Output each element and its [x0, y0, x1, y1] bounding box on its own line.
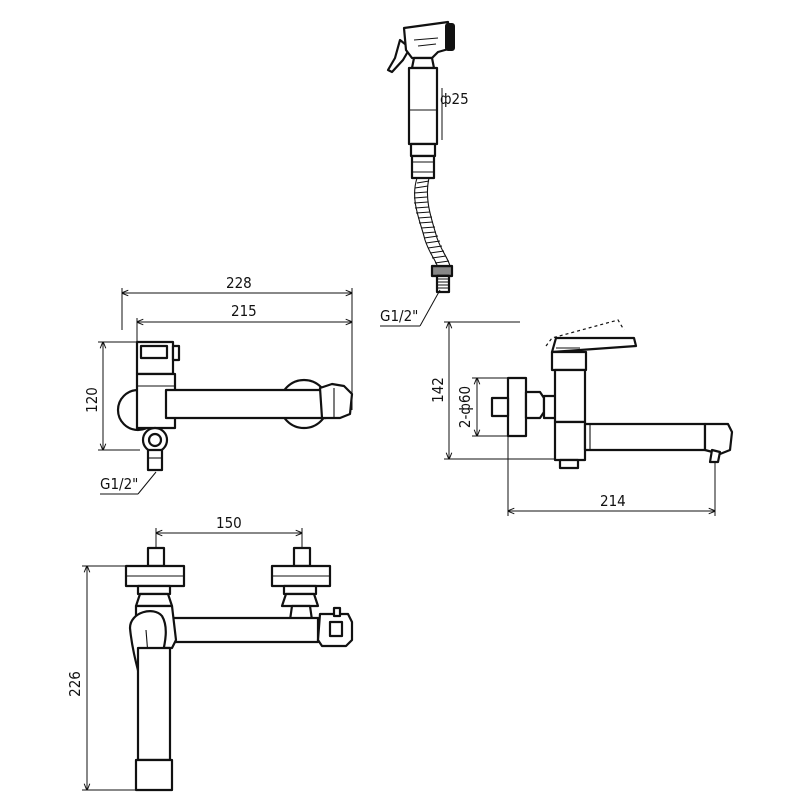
side-height-label: 120 — [83, 387, 101, 413]
wall-mount-front — [490, 376, 558, 438]
spacing-dimension: 150 — [156, 514, 302, 550]
front-height-label: 142 — [429, 377, 447, 403]
side-thread-callout: G1/2" — [100, 471, 157, 495]
spout-length-label: 215 — [231, 302, 257, 320]
spray-handle — [407, 56, 439, 146]
spout-front — [583, 422, 734, 464]
bottom-height-dimension: 226 — [66, 566, 135, 790]
reach-label: 214 — [600, 492, 626, 510]
top-view: 150 226 — [66, 514, 354, 792]
spout-length-dimension: 215 — [137, 302, 352, 345]
right-connector-top — [270, 546, 332, 628]
valve-body-front — [550, 350, 588, 470]
valve-body-side — [116, 340, 181, 432]
side-view: 228 215 120 — [83, 274, 354, 495]
total-length-dimension: 228 — [122, 274, 352, 410]
reach-dimension: 214 — [508, 436, 715, 516]
spout-top — [134, 646, 174, 792]
top-thread-label: G1/2" — [380, 307, 418, 325]
top-thread-callout: G1/2" — [380, 289, 441, 327]
front-view: 142 2-ф60 — [429, 319, 734, 516]
flexible-hose — [413, 177, 451, 269]
shower-holder-top — [316, 606, 354, 648]
total-length-label: 228 — [226, 274, 252, 292]
crossbar-top — [166, 616, 320, 644]
flange-label: 2-ф60 — [456, 386, 474, 428]
shower-holder-side — [141, 426, 169, 472]
spray-head — [402, 20, 455, 60]
head-diameter-label: ф25 — [440, 90, 469, 108]
spacing-label: 150 — [216, 514, 242, 532]
hose-nut — [409, 142, 437, 180]
hose-end-fitting — [430, 264, 454, 294]
spray-head-view: ф25 G1/2" — [380, 20, 469, 327]
left-connector-top — [124, 546, 186, 608]
head-diameter-dimension: ф25 — [440, 88, 469, 140]
side-thread-label: G1/2" — [100, 475, 138, 493]
spout-side — [164, 382, 354, 420]
flange-dimension: 2-ф60 — [456, 378, 510, 436]
lever-handle-front — [545, 319, 638, 354]
front-height-dimension: 142 — [429, 322, 556, 459]
bottom-height-label: 226 — [66, 671, 84, 697]
side-height-dimension: 120 — [83, 342, 140, 450]
